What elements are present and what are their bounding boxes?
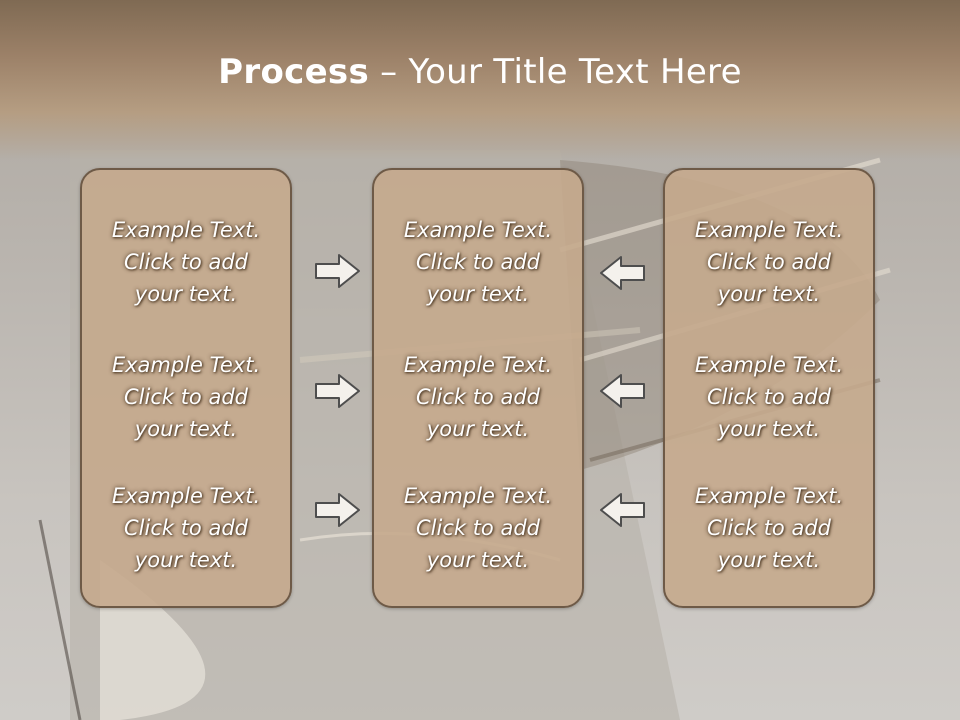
text-line: Example Text. [111, 484, 261, 508]
text-placeholder[interactable]: Example Text. Click to add your text. [665, 214, 873, 310]
text-line: Example Text. [403, 218, 553, 242]
text-line: Example Text. [694, 353, 844, 377]
left-arrow-icon [600, 374, 645, 408]
text-placeholder[interactable]: Example Text. Click to add your text. [374, 480, 582, 576]
text-line: Example Text. [403, 484, 553, 508]
text-line: Click to add [706, 385, 831, 409]
text-line: Click to add [706, 516, 831, 540]
right-arrow-icon [315, 254, 360, 288]
right-arrow-icon [315, 374, 360, 408]
right-arrow-icon [315, 493, 360, 527]
text-line: Example Text. [403, 353, 553, 377]
text-line: Click to add [123, 250, 248, 274]
text-placeholder[interactable]: Example Text. Click to add your text. [82, 349, 290, 445]
text-line: Example Text. [694, 218, 844, 242]
text-line: your text. [426, 417, 530, 441]
text-placeholder[interactable]: Example Text. Click to add your text. [665, 480, 873, 576]
text-line: your text. [134, 548, 238, 572]
text-line: your text. [426, 282, 530, 306]
text-placeholder[interactable]: Example Text. Click to add your text. [665, 349, 873, 445]
text-line: Example Text. [111, 353, 261, 377]
center-text-panel[interactable]: Example Text. Click to add your text. Ex… [372, 168, 584, 608]
text-placeholder[interactable]: Example Text. Click to add your text. [374, 214, 582, 310]
text-line: Click to add [123, 516, 248, 540]
title-band [0, 0, 960, 160]
text-placeholder[interactable]: Example Text. Click to add your text. [82, 480, 290, 576]
left-arrow-icon [600, 493, 645, 527]
text-line: your text. [134, 282, 238, 306]
text-line: Example Text. [111, 218, 261, 242]
left-arrow-icon [600, 256, 645, 290]
title-rest-text: – Your Title Text Here [369, 52, 742, 92]
right-text-panel[interactable]: Example Text. Click to add your text. Ex… [663, 168, 875, 608]
text-line: Click to add [415, 385, 540, 409]
text-placeholder[interactable]: Example Text. Click to add your text. [82, 214, 290, 310]
text-line: your text. [717, 548, 821, 572]
text-line: your text. [717, 417, 821, 441]
text-placeholder[interactable]: Example Text. Click to add your text. [374, 349, 582, 445]
text-line: your text. [426, 548, 530, 572]
text-line: Click to add [415, 516, 540, 540]
text-line: your text. [134, 417, 238, 441]
text-line: Example Text. [694, 484, 844, 508]
text-line: Click to add [706, 250, 831, 274]
text-line: your text. [717, 282, 821, 306]
text-line: Click to add [123, 385, 248, 409]
text-line: Click to add [415, 250, 540, 274]
slide-title[interactable]: Process – Your Title Text Here [0, 52, 960, 92]
left-text-panel[interactable]: Example Text. Click to add your text. Ex… [80, 168, 292, 608]
title-bold-text: Process [218, 52, 370, 92]
